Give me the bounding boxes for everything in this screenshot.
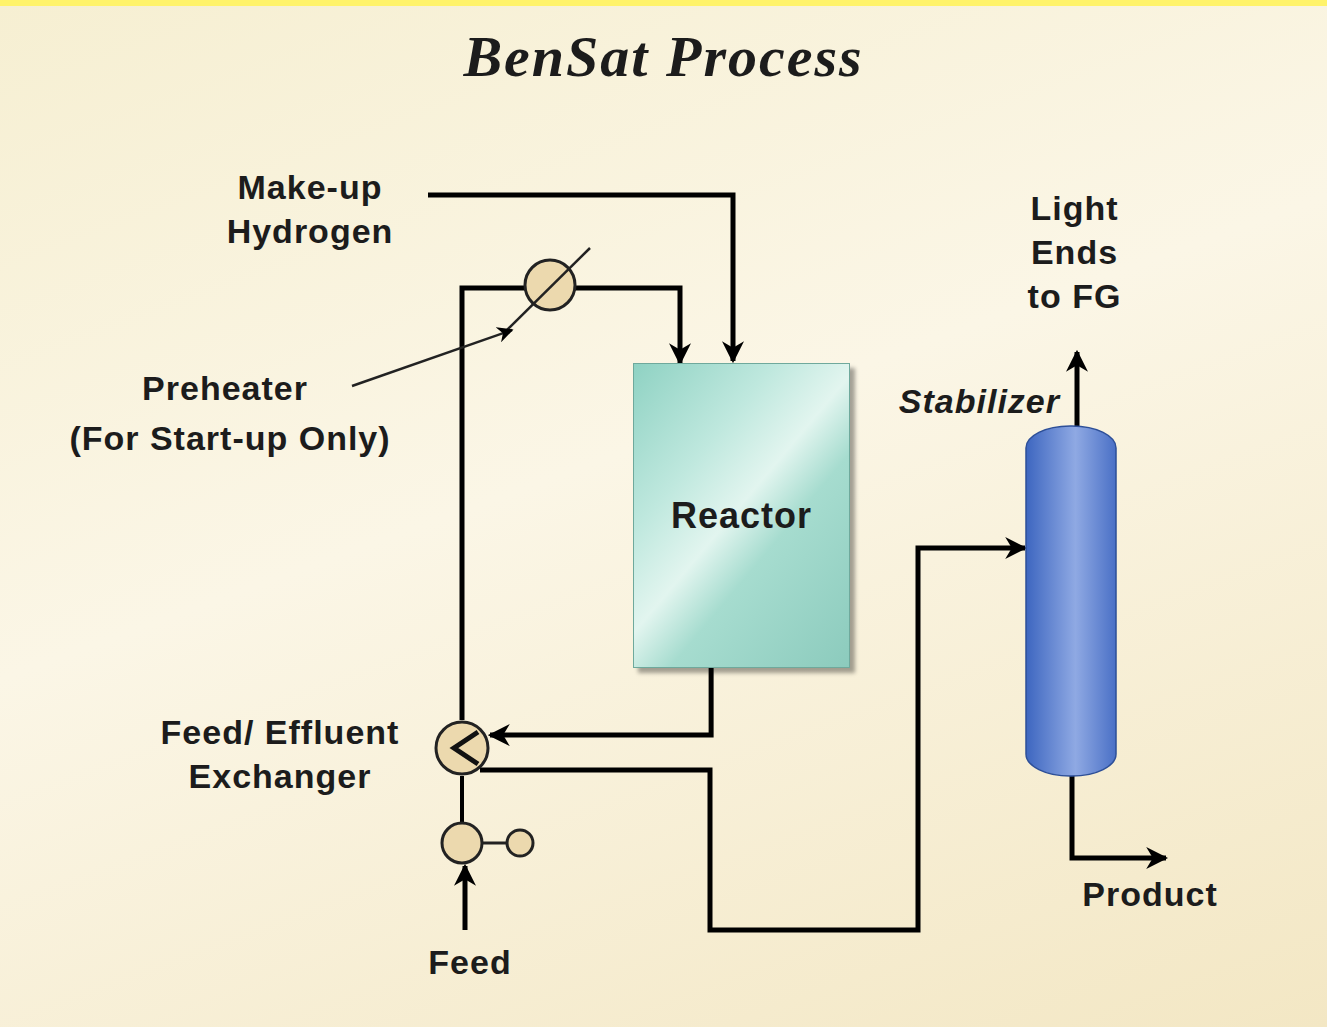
- stabilizer-column: Stabilizer: [1025, 425, 1117, 777]
- process-stream: [490, 668, 711, 735]
- diagram-title: BenSat Process: [300, 22, 1027, 92]
- stream-label: Light Ends to FG: [1012, 186, 1137, 318]
- feed-line: [463, 866, 468, 930]
- preheater-symbol: [525, 260, 575, 310]
- leader-line: [352, 330, 512, 386]
- pump-to-exchanger: [460, 776, 464, 823]
- hydrogen-line: [428, 195, 733, 361]
- pump-motor: [507, 830, 533, 856]
- callout-label: Preheater: [100, 366, 350, 410]
- top-band: [0, 0, 1327, 6]
- product-line: [1072, 775, 1166, 858]
- stream-label: Make-up Hydrogen: [205, 165, 415, 253]
- heat-exchanger: Feed/ Effluent Exchanger: [434, 720, 490, 776]
- callout-note: (For Start-up Only): [40, 416, 420, 460]
- reactor-vessel: Reactor: [633, 363, 850, 668]
- column-label: Stabilizer: [899, 379, 1060, 423]
- pump-motor-shaft: [482, 842, 508, 845]
- feed-pump: [442, 823, 482, 863]
- preheater-slash: [505, 248, 590, 332]
- stream-label: Product: [1060, 872, 1240, 916]
- stream-label: Feed: [395, 940, 545, 984]
- exchanger-label: Feed/ Effluent Exchanger: [132, 710, 428, 798]
- light-ends-line: [1075, 352, 1080, 427]
- column-symbol: [1025, 425, 1117, 777]
- vessel-label: Reactor: [671, 494, 812, 538]
- exchanger-symbol: [434, 720, 490, 776]
